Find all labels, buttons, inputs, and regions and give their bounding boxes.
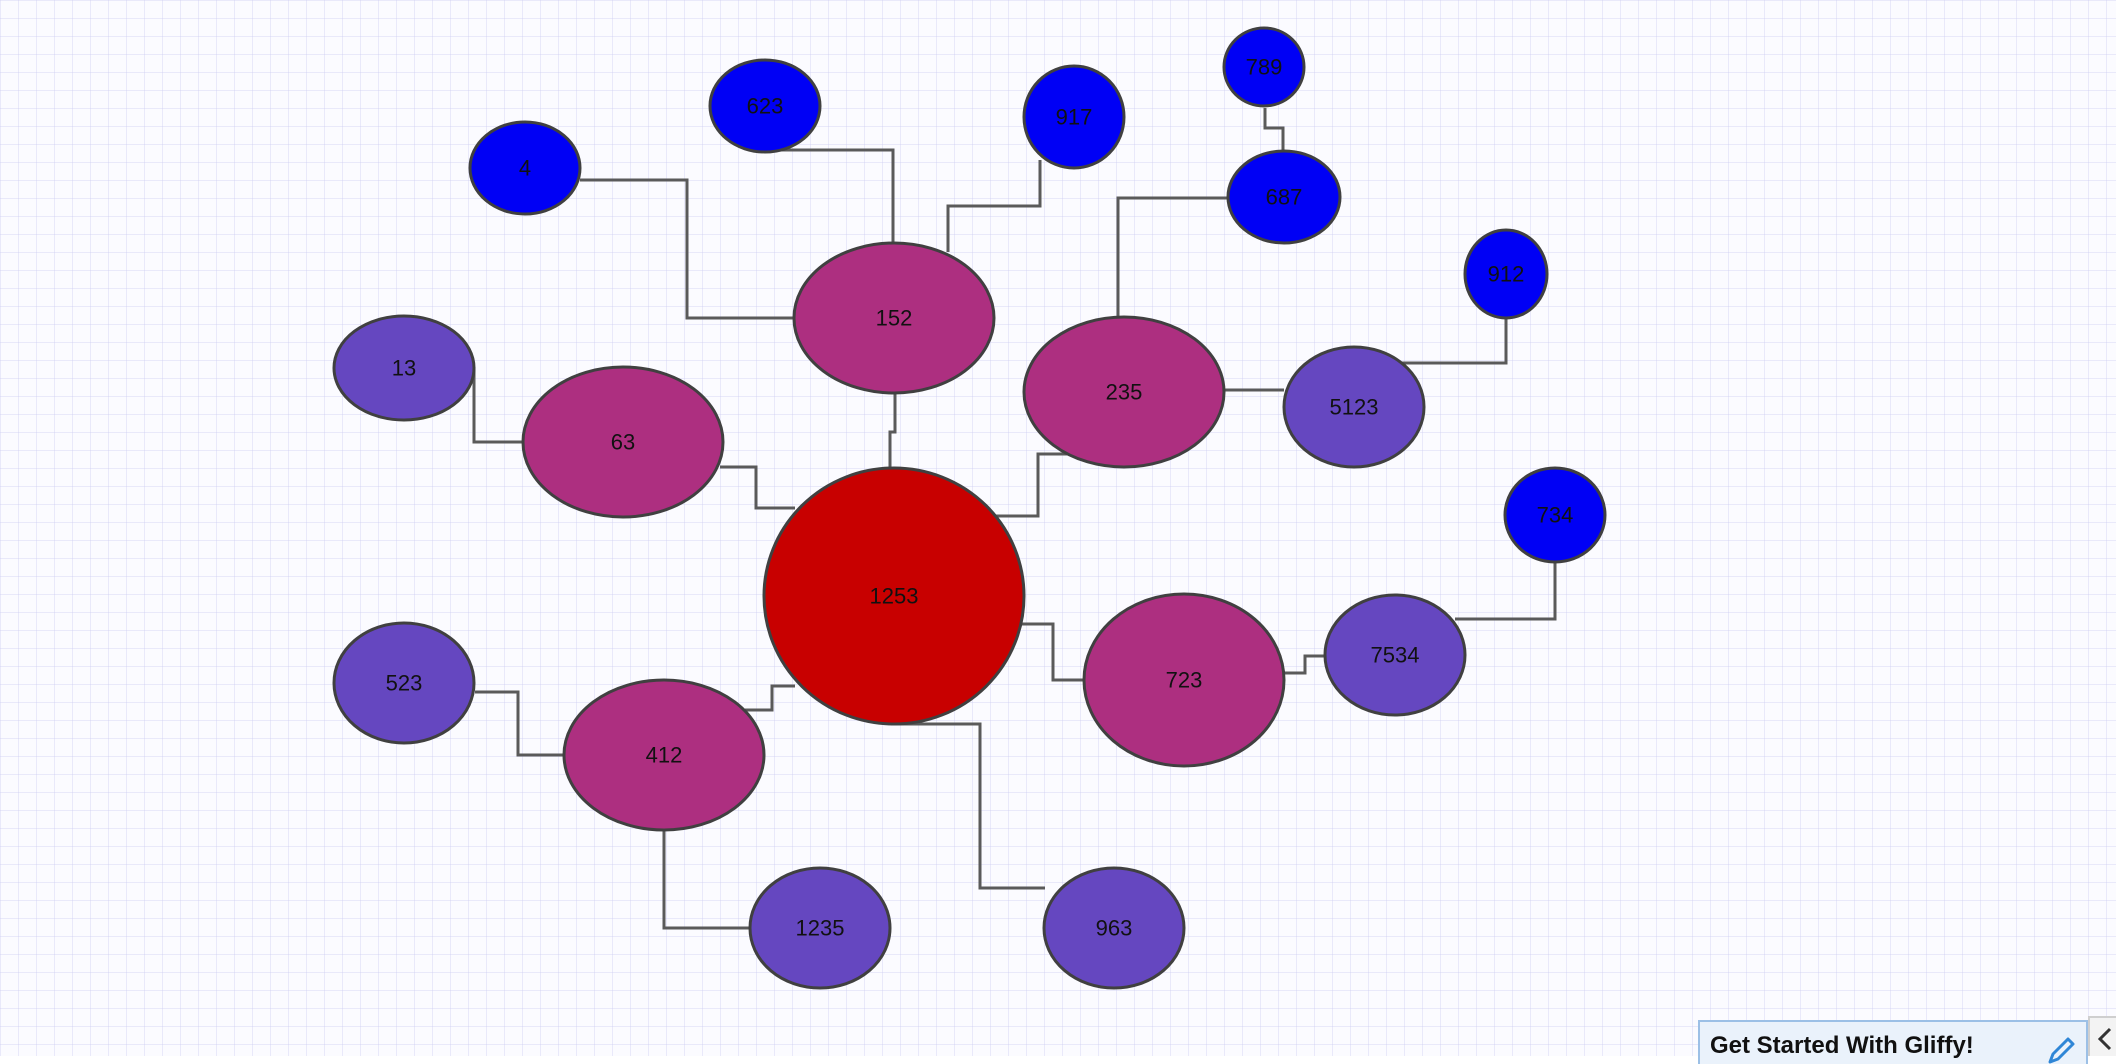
node-13-shape[interactable] (332, 314, 476, 422)
node-912-label: 912 (1488, 262, 1525, 287)
edge-912-5123[interactable] (1400, 318, 1508, 365)
node-963-shape[interactable] (1042, 866, 1186, 990)
pencil-icon[interactable] (2046, 1036, 2076, 1064)
edges-layer (472, 108, 1557, 930)
node-1235-label: 1235 (796, 916, 845, 941)
node-63-label: 63 (611, 430, 635, 455)
edge-1253-723[interactable] (1022, 622, 1085, 682)
get-started-banner[interactable]: Get Started With Gliffy! (1698, 1020, 2088, 1064)
node-1235-shape[interactable] (748, 866, 892, 990)
node-63-shape[interactable] (521, 365, 725, 519)
node-4[interactable]: 4 (468, 120, 582, 216)
edge-63-1253[interactable] (720, 465, 795, 510)
node-235-label: 235 (1106, 380, 1143, 405)
node-623-label: 623 (747, 94, 784, 119)
node-13[interactable]: 13 (332, 314, 476, 422)
node-687-shape[interactable] (1226, 149, 1342, 245)
node-235[interactable]: 235 (1022, 315, 1226, 469)
node-523-shape[interactable] (332, 621, 476, 745)
edge-13-63[interactable] (472, 367, 523, 444)
node-789-shape[interactable] (1222, 26, 1306, 108)
node-723-shape[interactable] (1082, 592, 1286, 768)
node-687-label: 687 (1266, 185, 1303, 210)
nodes-layer: 1253 152 235 63 412 723 (332, 26, 1607, 990)
node-912-shape[interactable] (1463, 228, 1549, 320)
node-152-shape[interactable] (792, 241, 996, 395)
edge-1253-412[interactable] (745, 684, 795, 712)
node-7534-shape[interactable] (1323, 593, 1467, 717)
edge-623-152[interactable] (765, 148, 895, 244)
edge-687-235[interactable] (1116, 196, 1228, 318)
node-412[interactable]: 412 (562, 678, 766, 832)
node-623-shape[interactable] (708, 58, 822, 154)
edge-152-1253[interactable] (888, 392, 897, 470)
node-734-label: 734 (1537, 503, 1574, 528)
node-1253-shape[interactable] (762, 466, 1026, 726)
node-412-label: 412 (646, 743, 683, 768)
node-963[interactable]: 963 (1042, 866, 1186, 990)
node-5123-label: 5123 (1330, 395, 1379, 420)
node-917-label: 917 (1056, 105, 1093, 130)
node-7534-label: 7534 (1371, 643, 1420, 668)
node-63[interactable]: 63 (521, 365, 725, 519)
edge-1253-963[interactable] (895, 722, 1045, 890)
edge-734-7534[interactable] (1455, 561, 1557, 621)
edge-723-7534[interactable] (1285, 654, 1326, 675)
node-235-shape[interactable] (1022, 315, 1226, 469)
node-1253[interactable]: 1253 (762, 466, 1026, 726)
get-started-text[interactable]: Get Started With Gliffy! (1710, 1032, 1974, 1059)
node-523[interactable]: 523 (332, 621, 476, 745)
node-4-shape[interactable] (468, 120, 582, 216)
edge-789-687[interactable] (1263, 108, 1285, 152)
node-1235[interactable]: 1235 (748, 866, 892, 990)
node-723-label: 723 (1166, 668, 1203, 693)
node-734[interactable]: 734 (1503, 466, 1607, 564)
node-13-label: 13 (392, 356, 416, 381)
node-963-label: 963 (1096, 916, 1133, 941)
node-723[interactable]: 723 (1082, 592, 1286, 768)
node-687[interactable]: 687 (1226, 149, 1342, 245)
edge-523-412[interactable] (475, 690, 565, 757)
edge-917-152[interactable] (946, 160, 1042, 252)
node-5123[interactable]: 5123 (1282, 345, 1426, 469)
node-917-shape[interactable] (1022, 64, 1126, 170)
node-5123-shape[interactable] (1282, 345, 1426, 469)
node-917[interactable]: 917 (1022, 64, 1126, 170)
edge-412-1235[interactable] (662, 830, 750, 930)
node-734-shape[interactable] (1503, 466, 1607, 564)
node-789[interactable]: 789 (1222, 26, 1306, 108)
side-panel-tab[interactable] (2088, 1016, 2116, 1056)
node-7534[interactable]: 7534 (1323, 593, 1467, 717)
node-152[interactable]: 152 (792, 241, 996, 395)
node-789-label: 789 (1246, 55, 1283, 80)
edge-4-152[interactable] (580, 178, 795, 320)
node-912[interactable]: 912 (1463, 228, 1549, 320)
node-1253-label: 1253 (870, 584, 919, 609)
node-523-label: 523 (386, 671, 423, 696)
node-4-label: 4 (519, 156, 531, 181)
node-152-label: 152 (876, 306, 913, 331)
edge-235-1253[interactable] (995, 452, 1080, 518)
node-623[interactable]: 623 (708, 58, 822, 154)
chevron-left-icon[interactable] (2096, 1026, 2114, 1052)
node-412-shape[interactable] (562, 678, 766, 832)
